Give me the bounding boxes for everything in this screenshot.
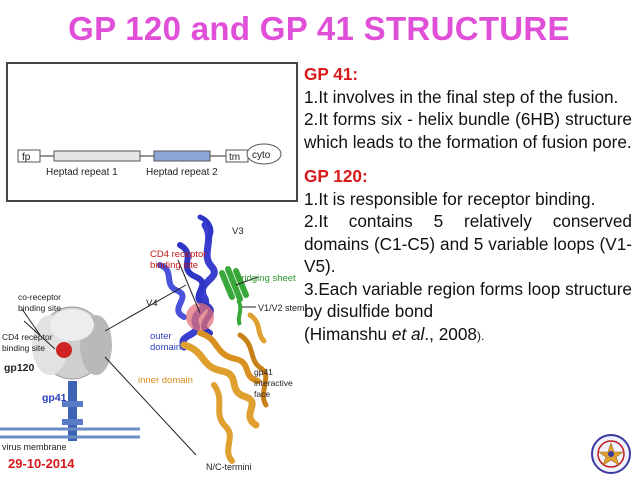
cd4-site-label-line2: binding site: [150, 260, 198, 271]
outer-domain-label-line2: domain: [150, 342, 181, 353]
gene-map-diagram: fp tm cyto Heptad repeat 1 Heptad repeat…: [17, 143, 282, 178]
slide-date: 29-10-2014: [8, 456, 75, 471]
virus-membrane-label: virus membrane: [2, 442, 67, 452]
gp41-face-label-line2: interactive: [254, 378, 293, 388]
cd4-left-label-line1: CD4 receptor: [2, 332, 53, 342]
gp120-citation: (Himanshu et al., 2008).: [304, 323, 632, 348]
citation-close: ).: [476, 328, 485, 343]
gp120-gp41-structure-figure: V3 CD4 receptor binding site bridging sh…: [0, 214, 305, 472]
citation-etal: et al: [391, 323, 425, 344]
cytoplasmic-tail-segment: [246, 143, 282, 165]
gp41-point-1: 1.It involves in the final step of the f…: [304, 86, 619, 107]
gp120-point-2: 2.It contains 5 relatively conserved dom…: [304, 211, 632, 276]
gp120-schematic: [0, 306, 140, 441]
citation-open: (Himanshu: [304, 323, 392, 344]
gp120-label: gp120: [4, 362, 35, 374]
gp41-face-label-line3: face: [254, 389, 270, 399]
slide-title: GP 120 and GP 41 STRUCTURE: [68, 10, 570, 47]
pointer-lines: [21, 259, 259, 456]
coreceptor-label-line1: co-receptor: [18, 292, 61, 302]
gp120-point-1: 1.It is responsible for receptor binding…: [304, 188, 596, 209]
gp41-label: gp41: [42, 392, 67, 404]
heptad-repeat-1-segment: [53, 150, 141, 162]
tm-label: tm: [229, 152, 240, 163]
cd4-left-label-line2: binding site: [2, 343, 45, 353]
cd4-site-label-line1: CD4 receptor: [150, 249, 207, 260]
inner-domain-label: inner domain: [138, 375, 193, 386]
text-column: GP 41: 1.It involves in the final step o…: [304, 63, 632, 347]
heptad-repeat-1-label: Heptad repeat 1: [46, 167, 118, 178]
protein-ribbon: [157, 214, 269, 464]
v4-label: V4: [146, 298, 158, 309]
gp41-gene-map: fp tm cyto Heptad repeat 1 Heptad repeat…: [6, 62, 298, 202]
heptad-repeat-2-segment: [153, 150, 211, 162]
gp41-face-label-line1: gp41: [254, 367, 273, 377]
gp41-point-2: 2.It forms six - helix bundle (6HB) stru…: [304, 109, 632, 152]
cyto-label: cyto: [252, 150, 271, 161]
v3-label: V3: [232, 226, 244, 237]
termini-label: N/C-termini: [206, 462, 252, 472]
outer-domain-label-line1: outer: [150, 331, 172, 342]
v1v2-stem-label: V1/V2 stem: [258, 303, 305, 313]
fusion-peptide-segment: [17, 149, 41, 163]
coreceptor-label-line2: binding site: [18, 303, 61, 313]
gp120-heading: GP 120:: [304, 166, 368, 186]
gp120-point-3: 3.Each variable region forms loop struct…: [304, 278, 632, 322]
heptad-repeat-2-label: Heptad repeat 2: [146, 167, 218, 178]
fp-label: fp: [22, 152, 31, 163]
citation-year: ., 2008: [424, 323, 477, 344]
university-crest-icon: [591, 434, 631, 474]
bridging-sheet-label: bridging sheet: [236, 273, 296, 284]
gp41-stalk: [68, 381, 77, 441]
gp41-heading: GP 41:: [304, 64, 359, 84]
